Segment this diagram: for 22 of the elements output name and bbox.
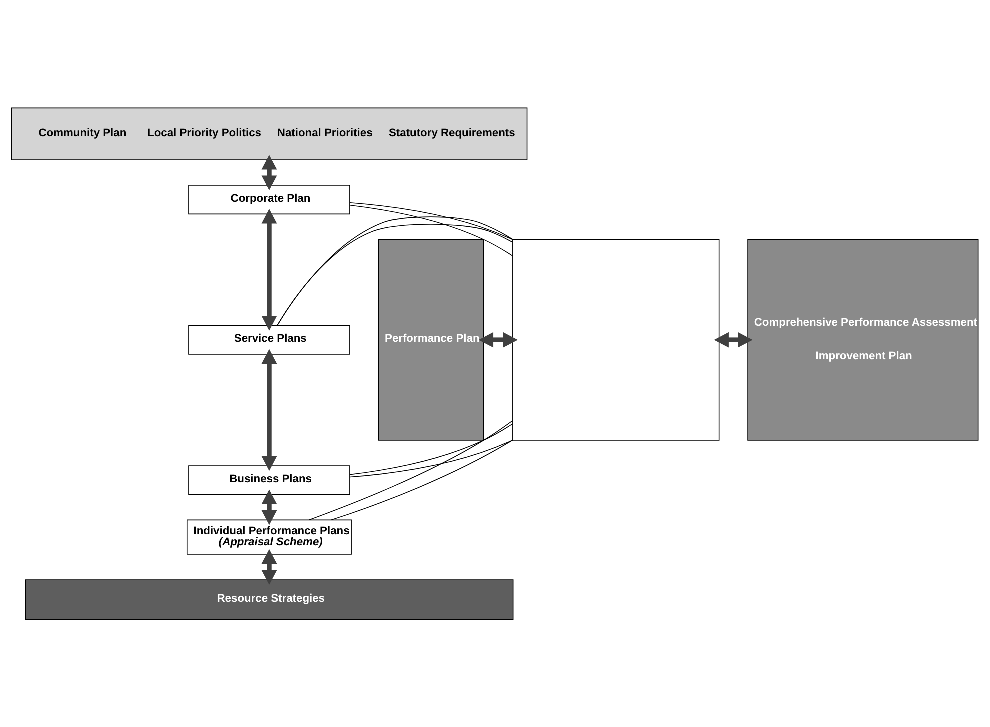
connector	[308, 420, 514, 520]
node-box: Business Plans	[188, 465, 350, 495]
connector	[331, 439, 514, 520]
node-box: Performance Plan	[378, 238, 484, 440]
arrow	[262, 548, 278, 585]
node-box: Service Plans	[188, 324, 350, 354]
arrow	[478, 332, 518, 348]
arrow	[262, 348, 278, 471]
connector	[350, 204, 514, 256]
node-box: Corporate Plan	[188, 184, 350, 214]
arrow	[262, 154, 278, 190]
arrow	[262, 208, 278, 330]
node-box: Comprehensive Performance Assessment Improvement Plan	[748, 238, 979, 440]
arrow	[262, 489, 278, 525]
node-box: Individual Performance Plans (Appraisal Scheme)	[187, 519, 352, 554]
node-box: Resource Strategies	[25, 579, 514, 620]
connector	[350, 202, 514, 240]
node-box: Community Plan Local Priority Politics National Priorities Statutory Requirements	[11, 107, 528, 160]
node-box	[512, 238, 720, 440]
connector	[350, 439, 514, 478]
connector	[350, 423, 514, 475]
arrow	[714, 332, 753, 348]
